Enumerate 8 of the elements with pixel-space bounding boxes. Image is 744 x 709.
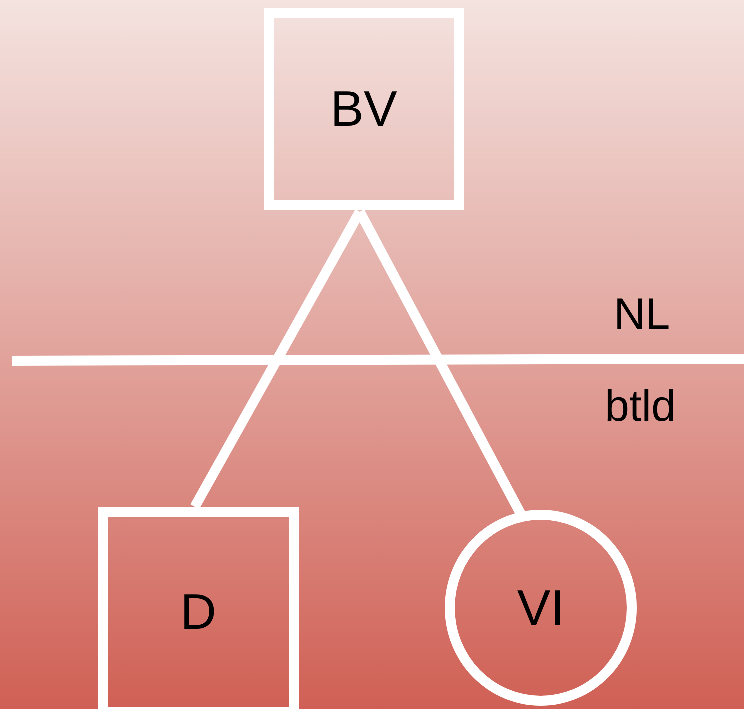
line-label: btld xyxy=(605,382,676,432)
square-node xyxy=(264,8,464,210)
node-label: BV xyxy=(330,80,398,138)
node-label: VI xyxy=(517,579,565,637)
line-label: NL xyxy=(614,290,670,340)
square-node xyxy=(98,507,299,709)
node-label: D xyxy=(180,583,217,641)
circle-node xyxy=(445,510,637,706)
